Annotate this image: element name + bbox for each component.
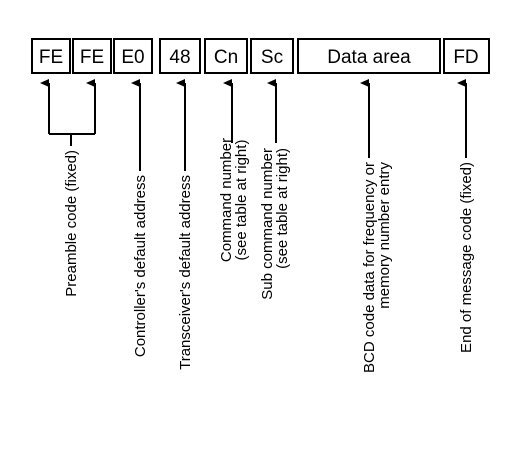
field-box-e0 <box>113 38 153 74</box>
field-label-48: 48 <box>169 47 190 68</box>
field-label-e0: E0 <box>121 47 144 68</box>
label-subcommand-line1: Sub command number <box>259 148 276 300</box>
field-box-sc <box>250 38 294 74</box>
field-label-data-area: Data area <box>327 47 411 68</box>
label-command-line1: Command number <box>218 138 235 262</box>
field-box-fe-2 <box>72 38 112 74</box>
field-box-data-area <box>297 38 441 74</box>
field-label-sc: Sc <box>261 47 283 68</box>
label-subcommand-line2: (see table at right) <box>274 148 291 269</box>
field-box-fd <box>443 38 490 74</box>
field-box-48 <box>159 38 201 74</box>
field-label-fe-1: FE <box>39 47 63 68</box>
frame-row <box>31 38 490 74</box>
label-command-line2: (see table at right) <box>233 140 250 261</box>
label-preamble: Preamble code (fixed) <box>63 150 80 297</box>
field-label-fd: FD <box>453 47 478 68</box>
field-box-fe-1 <box>31 38 71 74</box>
label-end: End of message code (fixed) <box>458 162 475 353</box>
field-label-fe-2: FE <box>80 47 104 68</box>
label-transceiver: Transceiver's default address <box>177 175 194 370</box>
field-label-cn: Cn <box>214 47 238 68</box>
label-bcd-line2: memory number entry <box>376 162 393 309</box>
label-controller: Controller's default address <box>132 175 149 357</box>
field-box-cn <box>204 38 248 74</box>
label-bcd-line1: BCD code data for frequency or <box>361 162 378 373</box>
